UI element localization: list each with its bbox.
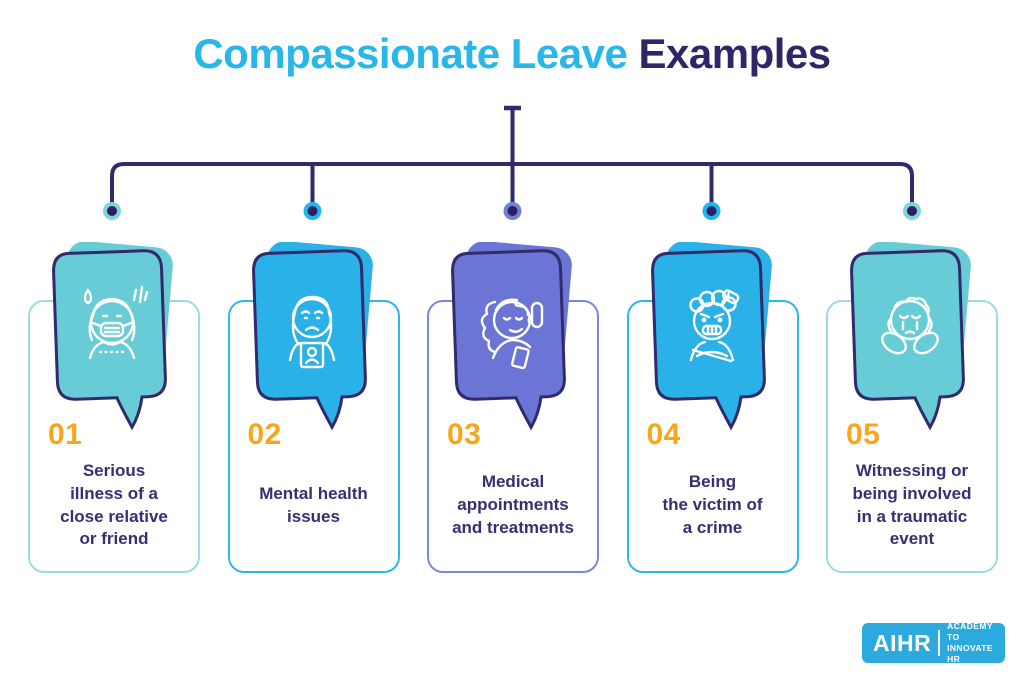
- card-number: 04: [646, 418, 681, 451]
- page-title: Compassionate Leave Examples: [0, 30, 1024, 78]
- dot-core-5: [907, 206, 917, 216]
- card-label: Medical appointments and treatments: [452, 472, 574, 537]
- speech-bubble: [650, 242, 772, 431]
- card-label: Mental health issues: [259, 483, 368, 526]
- card-03: 03 Medical appointments and treatments: [427, 242, 599, 573]
- tree-branch: [110, 162, 914, 203]
- title-dark: Examples: [638, 30, 832, 77]
- speech-bubble: [451, 242, 572, 431]
- dot-core-2: [307, 206, 318, 216]
- card-number: 03: [447, 418, 482, 451]
- card-05: 05 Witnessing or being involved in a tra…: [826, 242, 998, 573]
- card-01: 01 Serious illness of a close relative o…: [28, 242, 200, 573]
- speech-bubble: [850, 242, 971, 431]
- logo-divider: [938, 630, 941, 656]
- card-label: Serious illness of a close relative or f…: [60, 460, 168, 549]
- card-number: 01: [48, 418, 83, 451]
- card-label: Being the victim of a crime: [662, 472, 763, 537]
- logo-tagline-line1: ACADEMY TO: [947, 620, 993, 642]
- card-label: Witnessing or being involved in a trauma…: [852, 460, 972, 549]
- aihr-logo: AIHR ACADEMY TO INNOVATE HR: [862, 621, 1005, 665]
- card-number: 02: [247, 418, 282, 451]
- speech-bubble-front: [451, 249, 566, 431]
- cards-row: 01 Serious illness of a close relative o…: [28, 242, 998, 573]
- logo-tagline: ACADEMY TO INNOVATE HR: [947, 621, 1005, 665]
- speech-bubble: [52, 242, 173, 431]
- speech-bubble-front: [251, 249, 367, 431]
- dot-core-3: [507, 206, 518, 216]
- title-accent: Compassionate Leave: [193, 30, 628, 77]
- logo-tagline-line2: INNOVATE HR: [947, 643, 993, 665]
- connector-tree: [103, 105, 921, 220]
- card-04: 04 Being the victim of a crime: [626, 242, 799, 573]
- card-02: 02 Mental health issues: [227, 242, 400, 573]
- speech-bubble-front: [52, 249, 167, 431]
- dot-core-1: [107, 206, 117, 216]
- card-number: 05: [846, 418, 881, 451]
- tree-dots: [103, 202, 921, 220]
- aihr-logo-text: AIHR: [873, 629, 932, 656]
- speech-bubble: [251, 242, 373, 431]
- dot-core-4: [706, 206, 717, 216]
- speech-bubble-front: [650, 249, 766, 431]
